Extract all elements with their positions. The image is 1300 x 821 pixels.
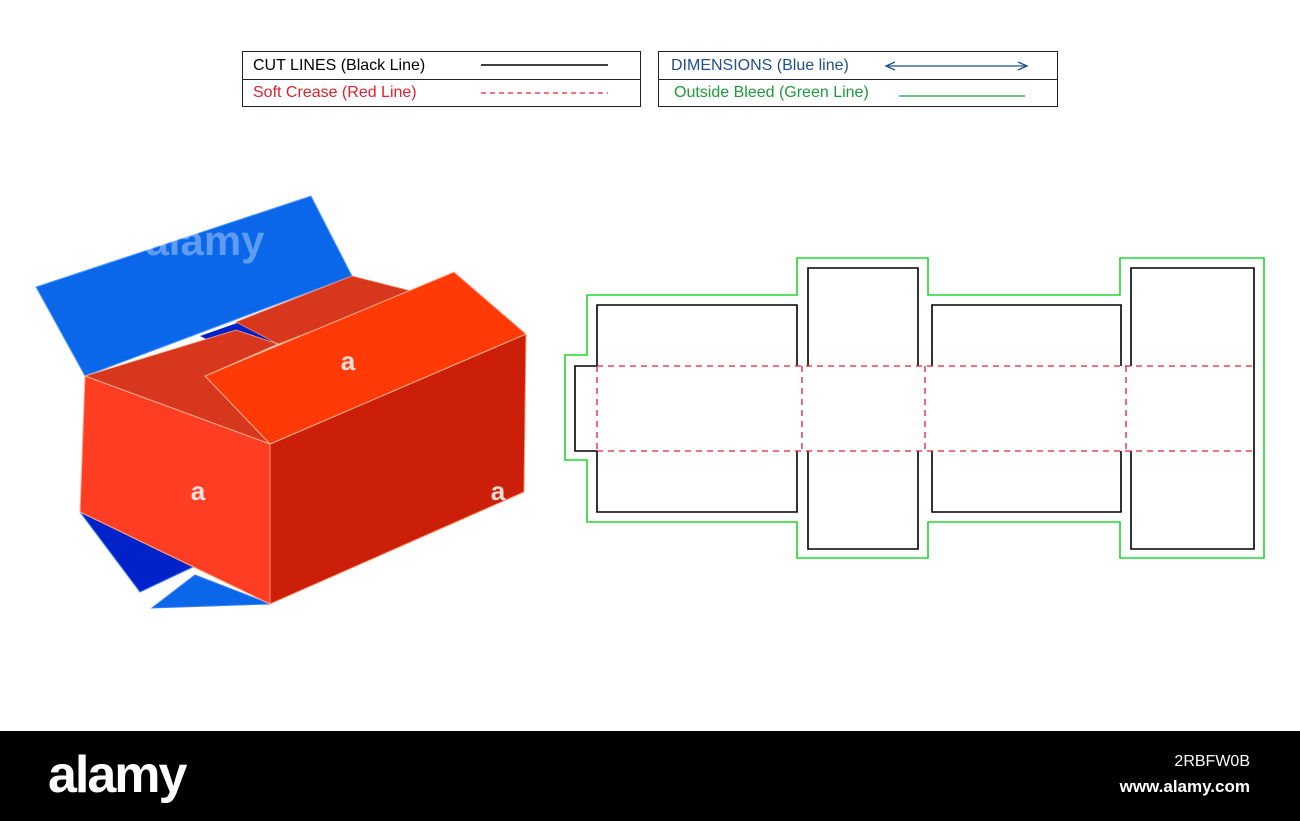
top-front-flap [204, 271, 527, 445]
legend-row-dimensions: DIMENSIONS (Blue line) [659, 52, 1057, 80]
legend-row-outside-bleed: Outside Bleed (Green Line) [659, 79, 1057, 106]
box-3d-illustration: a a a alamy [35, 195, 527, 609]
bleed-line-sample [899, 95, 1025, 97]
panel-letter-top: a [341, 346, 356, 376]
legend-row-soft-crease: Soft Crease (Red Line) [243, 79, 640, 106]
footer-bar: alamy 2RBFW0B www.alamy.com [0, 731, 1300, 821]
legend-cut-crease: CUT LINES (Black Line) Soft Crease (Red … [242, 51, 641, 107]
footer-image-id: 2RBFW0B [1174, 753, 1250, 770]
footer-url[interactable]: www.alamy.com [1119, 777, 1250, 796]
panel-letter-right: a [491, 476, 506, 506]
footer-logo[interactable]: alamy [48, 746, 187, 804]
cut-lines [574, 267, 1255, 550]
dimension-arrow-sample [884, 61, 1029, 71]
cut-lines-label: CUT LINES (Black Line) [253, 56, 426, 74]
legend-row-cut-lines: CUT LINES (Black Line) [243, 52, 640, 80]
dimensions-label: DIMENSIONS (Blue line) [671, 56, 849, 74]
cut-line-sample [481, 64, 608, 66]
legend-dimensions-bleed: DIMENSIONS (Blue line) Outside Bleed (Gr… [658, 51, 1058, 107]
dieline-layout [564, 257, 1265, 559]
soft-crease-label: Soft Crease (Red Line) [253, 83, 417, 101]
crease-line-sample [481, 92, 608, 94]
watermark-text: alamy [145, 217, 265, 264]
outside-bleed-outline [564, 257, 1265, 559]
bottom-blue-flap-right [150, 574, 271, 609]
soft-crease-lines [596, 365, 1254, 452]
outside-bleed-label: Outside Bleed (Green Line) [674, 83, 869, 101]
panel-letter-left: a [191, 476, 206, 506]
